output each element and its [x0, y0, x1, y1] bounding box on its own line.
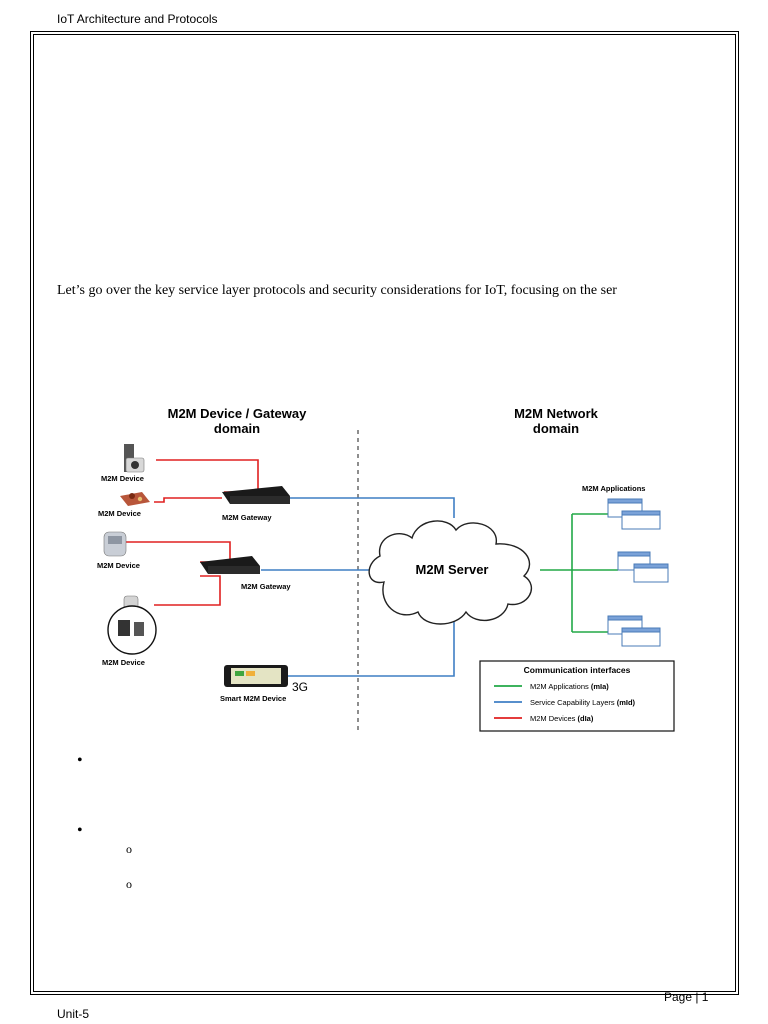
network-3g-label: 3G: [292, 680, 308, 694]
legend-item-dia: M2M Devices (dIa): [530, 714, 594, 723]
right-domain-title-line1: M2M Network: [514, 406, 599, 421]
smart-device-icon: [224, 665, 288, 687]
left-domain-title-line1: M2M Device / Gateway: [168, 406, 307, 421]
plug-sensor-device-icon: [107, 595, 157, 655]
dia-links: [126, 459, 259, 606]
gateway-label-1: M2M Gateway: [222, 513, 272, 522]
gateway-icon-1: [222, 486, 290, 504]
sub-bullet-2: o: [126, 877, 132, 891]
sub-bullet-1: o: [126, 842, 132, 856]
page-border-outer: [30, 31, 739, 995]
cloud-shape: [368, 520, 533, 625]
left-domain-title-line2: domain: [214, 421, 260, 436]
m2m-architecture-diagram: M2M Device / Gateway domain M2M Network …: [96, 400, 687, 734]
smart-device-label: Smart M2M Device: [220, 694, 286, 703]
device-label-1: M2M Device: [101, 474, 144, 483]
footer-unit: Unit-5: [57, 1007, 90, 1021]
legend-box: Communication interfaces M2M Application…: [479, 660, 675, 732]
server-label: M2M Server: [416, 562, 489, 577]
gateway-icon-2: [200, 556, 260, 574]
bullet-2: •: [77, 822, 83, 839]
page-number: Page | 1: [664, 990, 709, 1004]
application-window-icons: [607, 498, 669, 647]
mia-links: [540, 513, 618, 633]
legend-title: Communication interfaces: [524, 665, 631, 675]
device-label-3: M2M Device: [97, 561, 140, 570]
right-domain-title-line2: domain: [533, 421, 579, 436]
gateway-label-2: M2M Gateway: [241, 582, 291, 591]
device-label-2: M2M Device: [98, 509, 141, 518]
legend-item-mid: Service Capability Layers (mId): [530, 698, 636, 707]
intro-paragraph: Let’s go over the key service layer prot…: [57, 283, 617, 298]
sensor-board-device-icon: [120, 492, 150, 506]
mid-links: [261, 497, 455, 677]
camera-device-icon: [124, 444, 145, 473]
bullet-1: •: [77, 752, 83, 769]
header-title: IoT Architecture and Protocols: [57, 12, 218, 26]
meter-device-icon: [103, 531, 127, 557]
device-label-4: M2M Device: [102, 658, 145, 667]
applications-label: M2M Applications: [582, 484, 645, 493]
page-border-inner: [33, 34, 736, 992]
legend-item-mia: M2M Applications (mIa): [530, 682, 609, 691]
